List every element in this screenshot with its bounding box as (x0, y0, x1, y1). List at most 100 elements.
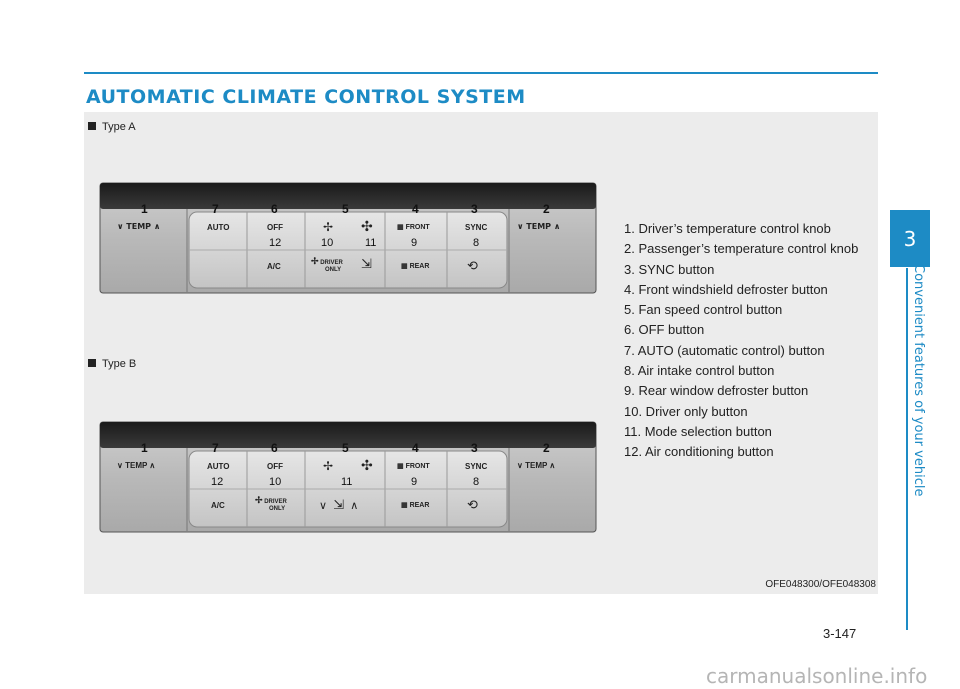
callout-11: 11 (365, 237, 377, 249)
chevron-down-icon: ∨ (517, 222, 524, 231)
legend-item: 10. Driver only button (624, 403, 748, 419)
legend-item: 2. Passenger’s temperature control knob (624, 241, 859, 257)
sync-button-b[interactable]: SYNC (465, 462, 488, 471)
callout-12: 12 (269, 237, 282, 249)
only-label: ONLY (325, 267, 342, 273)
fan-low-icon[interactable]: ✢ (323, 220, 334, 234)
climate-panel-type-b-controls: ∨ TEMP ∧ ∨ TEMP ∧ AUTO OFF ✢ ✣ ▦ FRONT S… (99, 421, 597, 533)
front-label: FRONT (405, 224, 430, 231)
callout-2: 2 (543, 441, 550, 455)
mode-seat-icon: ⇲ (333, 497, 345, 512)
passenger-temp-knob-a[interactable]: ∨ TEMP ∧ (517, 222, 560, 231)
rear-defrost-button-b[interactable]: ▦ REAR (401, 501, 429, 509)
fan-low-icon[interactable]: ✢ (323, 459, 334, 473)
callout-3: 3 (471, 441, 478, 455)
chevron-up-icon: ∧ (549, 461, 556, 470)
callout-1: 1 (141, 202, 148, 216)
front-label: FRONT (405, 463, 430, 470)
type-b-text: Type B (102, 358, 137, 370)
chevron-down-icon: ∨ (319, 500, 328, 512)
legend-item: 1. Driver’s temperature control knob (624, 221, 831, 236)
driver-temp-knob-b[interactable]: ∨ TEMP ∧ (117, 461, 155, 470)
defrost-icon: ▦ (397, 224, 404, 231)
panel-top-strip (100, 183, 596, 209)
callout-10: 10 (269, 476, 282, 488)
legend-item: 7. AUTO (automatic control) button (624, 342, 825, 358)
callout-7: 7 (212, 202, 219, 216)
watermark: carmanualsonline.info (706, 664, 928, 688)
climate-panel-type-a (99, 182, 597, 294)
ac-button-a[interactable]: A/C (267, 262, 281, 271)
legend-item: 12. Air conditioning button (624, 444, 774, 460)
header-rule (84, 72, 878, 74)
callout-2: 2 (543, 202, 550, 216)
type-a-text: Type A (102, 121, 136, 133)
callout-legend: 1. Driver’s temperature control knob 2. … (624, 219, 858, 463)
mode-seat-icon[interactable]: ⇲ (361, 256, 372, 271)
legend-item: 3. SYNC button (624, 261, 715, 277)
callout-3: 3 (471, 202, 478, 216)
legend-item: 8. Air intake control button (624, 363, 775, 379)
chevron-up-icon: ∧ (350, 500, 359, 512)
callout-5: 5 (342, 441, 349, 455)
legend-item: 5. Fan speed control button (624, 302, 783, 318)
callout-7: 7 (212, 441, 219, 455)
chevron-up-icon: ∧ (553, 222, 561, 231)
sync-button-a[interactable]: SYNC (465, 223, 488, 232)
chevron-up-icon: ∧ (153, 222, 161, 231)
legend-item: 11. Mode selection button (624, 423, 772, 439)
temp-label: TEMP (125, 461, 148, 470)
mode-selection-button-b[interactable]: ∨ ⇲ ∧ (319, 497, 358, 513)
ac-button-b[interactable]: A/C (211, 501, 225, 510)
auto-button-a[interactable]: AUTO (207, 223, 230, 232)
rear-defrost-button-a[interactable]: ▦ REAR (401, 262, 429, 270)
chapter-title: Convenient features of your vehicle (911, 264, 926, 497)
passenger-temp-knob-b[interactable]: ∨ TEMP ∧ (517, 461, 555, 470)
square-bullet-icon (88, 122, 96, 130)
callout-6: 6 (271, 202, 278, 216)
rear-label: REAR (409, 502, 430, 509)
callout-12: 12 (211, 476, 224, 488)
driver-temp-knob-a[interactable]: ∨ TEMP ∧ (117, 222, 160, 231)
callout-4: 4 (412, 202, 419, 216)
legend-item: 4. Front windshield defroster button (624, 281, 828, 297)
type-b-label: Type B (88, 358, 136, 370)
temp-label: TEMP (525, 461, 548, 470)
climate-panel-type-b (99, 421, 597, 533)
image-code: OFE048300/OFE048308 (765, 579, 876, 590)
chevron-down-icon: ∨ (117, 222, 124, 231)
rear-defrost-icon: ▦ (401, 502, 408, 509)
fan-small-icon: ✢ (311, 256, 319, 266)
legend-item: 9. Rear window defroster button (624, 383, 809, 399)
rear-defrost-icon: ▦ (401, 263, 408, 270)
driver-label: DRIVER (264, 499, 287, 505)
fan-high-icon[interactable]: ✣ (361, 457, 373, 473)
climate-panel-type-a-controls: ∨ TEMP ∧ ∨ TEMP ∧ AUTO OFF ✢ ✣ ▦ FRONT S… (99, 182, 597, 294)
callout-4: 4 (412, 441, 419, 455)
panel-top-strip (100, 422, 596, 448)
front-defrost-button-b[interactable]: ▦ FRONT (397, 462, 430, 470)
type-a-label: Type A (88, 121, 136, 133)
page-title: AUTOMATIC CLIMATE CONTROL SYSTEM (86, 86, 526, 108)
only-label: ONLY (269, 506, 286, 512)
callout-11: 11 (341, 476, 353, 488)
callout-1: 1 (141, 441, 148, 455)
callout-9: 9 (411, 237, 418, 249)
chevron-down-icon: ∨ (517, 461, 523, 470)
front-defrost-button-a[interactable]: ▦ FRONT (397, 223, 430, 231)
air-intake-icon[interactable]: ⟲ (467, 258, 478, 273)
off-button-a[interactable]: OFF (267, 223, 283, 232)
callout-9: 9 (411, 476, 418, 488)
fan-high-icon[interactable]: ✣ (361, 218, 373, 234)
auto-button-b[interactable]: AUTO (207, 462, 230, 471)
chevron-up-icon: ∧ (149, 461, 156, 470)
air-intake-icon[interactable]: ⟲ (467, 497, 478, 512)
off-button-b[interactable]: OFF (267, 462, 283, 471)
driver-label: DRIVER (320, 260, 343, 266)
callout-8: 8 (473, 237, 480, 249)
chapter-tab: 3 (890, 210, 930, 267)
temp-label: TEMP (526, 222, 552, 231)
callout-6: 6 (271, 441, 278, 455)
